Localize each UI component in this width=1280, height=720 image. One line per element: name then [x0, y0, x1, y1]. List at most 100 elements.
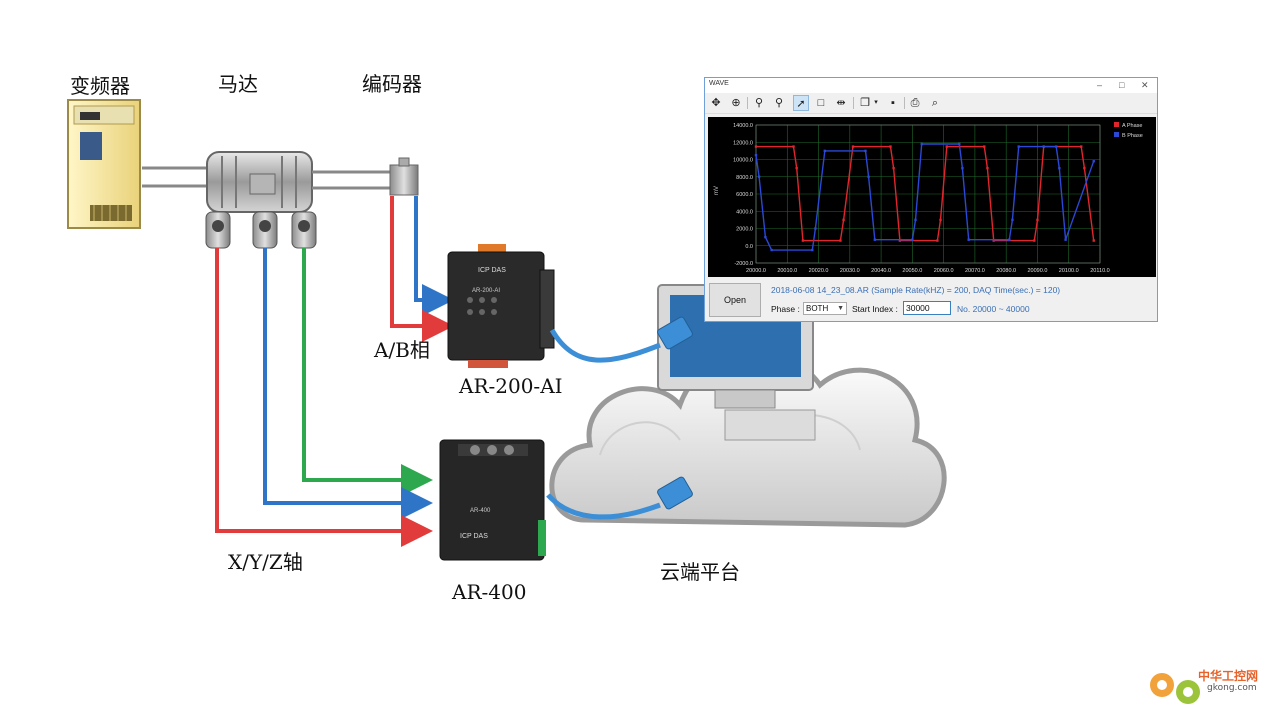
data-point	[889, 145, 892, 148]
pan-icon[interactable]: ✥	[711, 97, 721, 109]
copy-icon[interactable]: ❐	[860, 97, 870, 109]
zoom-out-icon[interactable]: ⚲	[754, 97, 764, 109]
phase-select[interactable]: BOTH ▼	[803, 302, 847, 315]
data-point	[983, 145, 986, 148]
chevron-down-icon: ▼	[837, 305, 844, 312]
wave-window-title: WAVE	[709, 80, 729, 87]
wave-titlebar: WAVE – □ ✕	[705, 78, 1157, 93]
data-point	[911, 238, 914, 241]
chart-grid	[755, 124, 1101, 264]
move-icon[interactable]: ⊕	[731, 97, 741, 109]
chevron-down-icon[interactable]: ▾	[874, 99, 878, 106]
cursor-icon[interactable]: ⇹	[836, 97, 846, 109]
data-point	[1064, 238, 1067, 241]
x-tick-label: 20050.0	[902, 268, 922, 274]
legend-label: A Phase	[1122, 123, 1143, 129]
close-button[interactable]: ✕	[1141, 80, 1149, 90]
series-line-a-phase	[756, 145, 1095, 242]
data-point	[898, 239, 902, 242]
x-tick-label: 20060.0	[934, 268, 954, 274]
select-box-icon[interactable]: □	[817, 97, 825, 109]
x-axis-wire	[215, 248, 433, 547]
data-point	[842, 218, 845, 222]
encoder-label: 编码器	[362, 72, 422, 96]
start-index-input[interactable]: 30000	[903, 301, 951, 315]
ar200-device-icon	[447, 244, 555, 368]
x-tick-label: 20080.0	[996, 268, 1016, 274]
open-button[interactable]: Open	[709, 283, 761, 317]
ethernet-cable-ar200	[549, 316, 693, 363]
data-point	[1058, 166, 1061, 170]
sensor-z-icon	[291, 211, 317, 249]
ar200-brand: ICP DAS	[478, 267, 506, 274]
data-point	[892, 166, 895, 170]
cloud-label: 云端平台	[660, 560, 740, 584]
data-point	[1092, 160, 1095, 163]
y-tick-label: 0.0	[745, 244, 753, 250]
data-point	[1008, 238, 1011, 241]
y-tick-label: 8000.0	[736, 175, 753, 181]
wave-footer: Open 2018-06-08 14_23_08.AR (Sample Rate…	[705, 280, 1157, 322]
data-point	[851, 145, 855, 148]
data-point	[1033, 239, 1036, 242]
data-point	[936, 239, 939, 242]
data-point	[1092, 239, 1095, 242]
x-tick-label: 20110.0	[1090, 268, 1109, 274]
maximize-button[interactable]: □	[1119, 80, 1125, 90]
inverter-label: 变频器	[70, 74, 130, 98]
phase-select-value: BOTH	[806, 304, 829, 313]
data-point	[839, 239, 842, 242]
print-icon[interactable]: ⎙	[910, 97, 920, 109]
data-point	[914, 218, 917, 222]
data-point	[1036, 218, 1039, 222]
x-tick-label: 20070.0	[965, 268, 985, 274]
gkong-logo-url: gkong.com	[1207, 683, 1257, 693]
save-icon[interactable]: ▪	[891, 97, 895, 109]
data-point	[795, 166, 798, 170]
x-tick-label: 20010.0	[777, 268, 797, 274]
x-tick-label: 20090.0	[1028, 268, 1048, 274]
print-preview-icon[interactable]: ⌕	[931, 97, 939, 109]
pointer-icon[interactable]: ➚	[793, 95, 809, 111]
data-point	[770, 248, 773, 252]
data-point	[1083, 166, 1086, 170]
data-point	[823, 149, 826, 153]
xyz-axis-label: X/Y/Z轴	[228, 550, 303, 574]
file-info-text: 2018-06-08 14_23_08.AR (Sample Rate(kHZ)…	[771, 285, 1061, 295]
ab-phase-wire-blue	[414, 196, 454, 316]
series-layer	[754, 142, 1095, 252]
data-point	[814, 227, 817, 230]
phase-label: Phase :	[771, 304, 800, 314]
ar400-label: AR-400	[452, 580, 527, 604]
y-tick-label: 12000.0	[733, 140, 753, 146]
inverter-icon	[67, 99, 141, 229]
start-index-label: Start Index :	[852, 304, 898, 314]
wave-chart: 14000.012000.010000.08000.06000.04000.02…	[708, 117, 1156, 277]
data-point	[754, 153, 758, 157]
data-point	[811, 248, 814, 252]
y-axis-wire	[263, 248, 433, 519]
x-tick-label: 20040.0	[871, 268, 891, 274]
x-tick-label: 20020.0	[809, 268, 829, 274]
data-point	[1017, 145, 1020, 148]
data-point	[945, 145, 948, 148]
minimize-button[interactable]: –	[1097, 80, 1103, 90]
zoom-in-icon[interactable]: ⚲	[774, 97, 784, 109]
y-tick-labels: 14000.012000.010000.08000.06000.04000.02…	[733, 123, 753, 267]
x-tick-label: 20030.0	[840, 268, 860, 274]
y-tick-label: 4000.0	[736, 209, 753, 215]
data-point	[920, 142, 923, 146]
ab-phase-label: A/B相	[374, 338, 430, 362]
ar200-model: AR-200-AI	[472, 288, 500, 294]
data-point	[986, 166, 989, 170]
y-tick-label: 14000.0	[733, 123, 753, 129]
wave-window: WAVE – □ ✕ ✥ ⊕ ⚲ ⚲ ➚ □ ⇹ ❐ ▾ ▪ ⎙ ⌕ 14000…	[704, 77, 1158, 322]
data-point	[939, 218, 942, 222]
legend-swatch	[1114, 132, 1119, 137]
data-point	[757, 175, 761, 178]
data-point	[1055, 145, 1058, 148]
data-point	[992, 239, 995, 242]
gkong-logo-icon	[1150, 673, 1200, 704]
